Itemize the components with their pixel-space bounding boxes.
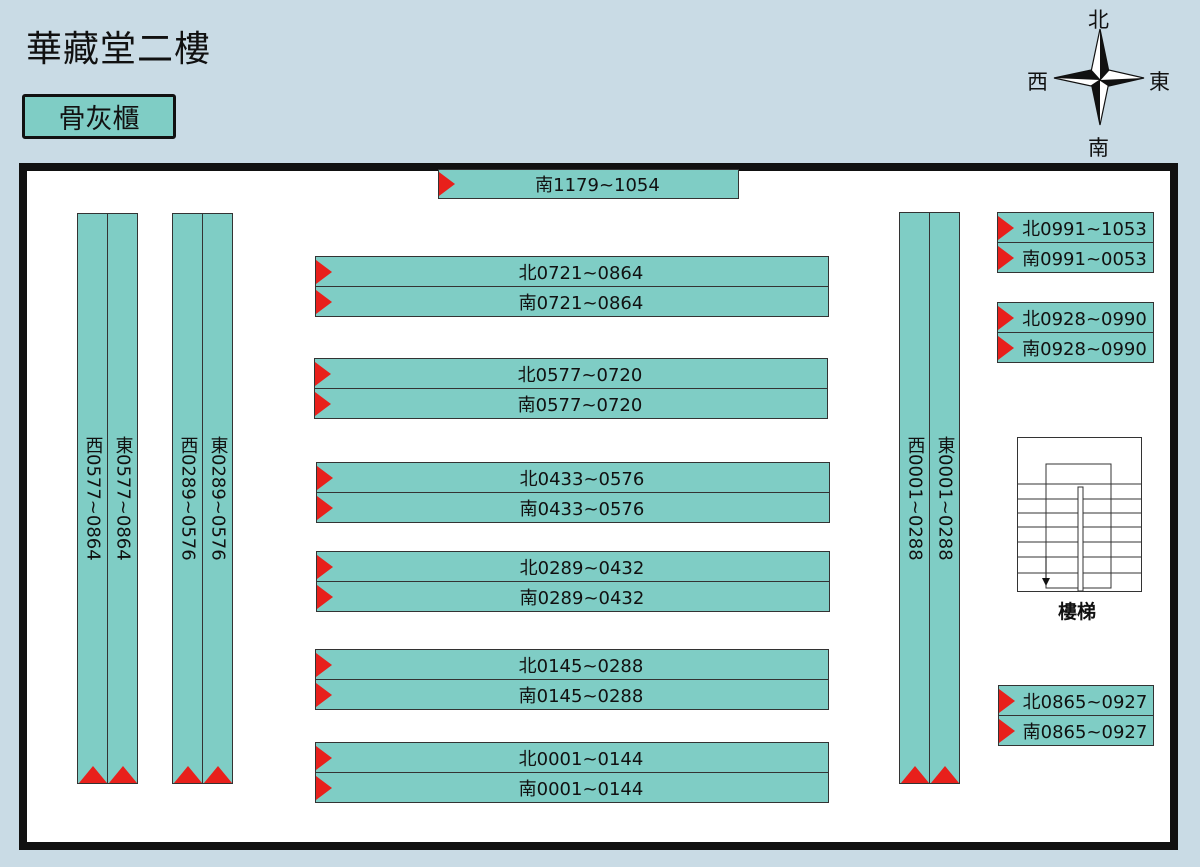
- marker-icon: [317, 554, 333, 579]
- marker-icon: [930, 766, 959, 783]
- cabinet-center-row5-north[interactable]: 北0145~0288: [315, 649, 829, 680]
- cabinet-label: 西0289~0576: [177, 436, 199, 561]
- cabinet-label: 南0145~0288: [518, 685, 644, 707]
- compass-rose: 北 南 東 西: [1020, 2, 1180, 162]
- cabinet-center-row1-south[interactable]: 南0721~0864: [315, 286, 829, 317]
- cabinet-label: 南0289~0432: [519, 587, 645, 609]
- cabinet-right-group1-south[interactable]: 南0991~0053: [997, 242, 1154, 273]
- marker-icon: [316, 775, 332, 800]
- cabinet-center-row5-south[interactable]: 南0145~0288: [315, 679, 829, 710]
- stairs-icon: [1018, 463, 1141, 592]
- cabinet-label: 北0433~0576: [519, 468, 645, 490]
- marker-icon: [316, 289, 332, 314]
- cabinet-label: 南0928~0990: [1022, 338, 1147, 360]
- marker-icon: [999, 718, 1015, 743]
- cabinet-label: 西0001~0288: [904, 435, 926, 561]
- cabinet-label: 北0721~0864: [518, 262, 644, 284]
- stairs-label: 樓梯: [1058, 601, 1097, 623]
- cabinet-vertical-east-0577[interactable]: 東0577~0864: [107, 213, 138, 784]
- compass-north-label: 北: [1088, 8, 1109, 32]
- cabinet-label: 南0577~0720: [517, 394, 643, 416]
- marker-icon: [78, 766, 107, 783]
- cabinet-center-row2-north[interactable]: 北0577~0720: [314, 358, 828, 389]
- marker-icon: [203, 766, 232, 783]
- stairs: [1017, 437, 1142, 592]
- cabinet-vertical-west-0001[interactable]: 西0001~0288: [899, 212, 930, 784]
- cabinet-label: 東0577~0864: [112, 436, 134, 561]
- cabinet-center-row2-south[interactable]: 南0577~0720: [314, 388, 828, 419]
- compass-west-label: 西: [1027, 70, 1048, 94]
- cabinet-label: 北0577~0720: [517, 364, 643, 386]
- cabinet-center-row4-south[interactable]: 南0289~0432: [316, 581, 830, 612]
- cabinet-label: 南0991~0053: [1022, 248, 1147, 270]
- cabinet-label: 北0001~0144: [518, 748, 644, 770]
- cabinet-label: 北0928~0990: [1022, 308, 1147, 330]
- marker-icon: [998, 305, 1014, 330]
- cabinet-label: 南0865~0927: [1022, 721, 1148, 743]
- marker-icon: [317, 465, 333, 490]
- cabinet-vertical-west-0577[interactable]: 西0577~0864: [77, 213, 108, 784]
- cabinet-center-row1-north[interactable]: 北0721~0864: [315, 256, 829, 287]
- marker-icon: [900, 766, 929, 783]
- cabinet-center-row3-north[interactable]: 北0433~0576: [316, 462, 830, 493]
- cabinet-right-group3-south[interactable]: 南0865~0927: [998, 715, 1154, 746]
- marker-icon: [317, 495, 333, 520]
- cabinet-label: 南0721~0864: [518, 292, 644, 314]
- cabinet-right-group3-north[interactable]: 北0865~0927: [998, 685, 1154, 716]
- cabinet-label: 北0145~0288: [518, 655, 644, 677]
- marker-icon: [316, 259, 332, 284]
- cabinet-vertical-east-0001[interactable]: 東0001~0288: [929, 212, 960, 784]
- cabinet-label: 南1179~1054: [535, 175, 660, 196]
- marker-icon: [108, 766, 137, 783]
- cabinet-label: 北0991~1053: [1022, 218, 1147, 240]
- cabinet-center-row6-north[interactable]: 北0001~0144: [315, 742, 829, 773]
- cabinet-label: 北0289~0432: [519, 557, 645, 579]
- marker-icon: [439, 172, 455, 196]
- page-title: 華藏堂二樓: [26, 29, 212, 70]
- marker-icon: [315, 391, 331, 416]
- compass-east-label: 東: [1149, 70, 1170, 94]
- marker-icon: [998, 215, 1014, 240]
- cabinet-right-group2-south[interactable]: 南0928~0990: [997, 332, 1154, 363]
- cabinet-label: 南0001~0144: [518, 778, 644, 800]
- marker-icon: [317, 584, 333, 609]
- cabinet-label: 東0289~0576: [207, 436, 229, 561]
- marker-icon: [316, 682, 332, 707]
- marker-icon: [998, 335, 1014, 360]
- cabinet-top[interactable]: 南1179~1054: [438, 169, 739, 199]
- marker-icon: [315, 361, 331, 386]
- marker-icon: [316, 745, 332, 770]
- marker-icon: [998, 245, 1014, 270]
- cabinet-label: 西0577~0864: [82, 436, 104, 561]
- legend-cabinet: 骨灰櫃: [22, 94, 176, 139]
- marker-icon: [316, 652, 332, 677]
- cabinet-center-row4-north[interactable]: 北0289~0432: [316, 551, 830, 582]
- cabinet-center-row6-south[interactable]: 南0001~0144: [315, 772, 829, 803]
- cabinet-label: 南0433~0576: [519, 498, 645, 520]
- cabinet-center-row3-south[interactable]: 南0433~0576: [316, 492, 830, 523]
- marker-icon: [999, 688, 1015, 713]
- cabinet-right-group1-north[interactable]: 北0991~1053: [997, 212, 1154, 243]
- cabinet-right-group2-north[interactable]: 北0928~0990: [997, 302, 1154, 333]
- cabinet-vertical-east-0289[interactable]: 東0289~0576: [202, 213, 233, 784]
- marker-icon: [173, 766, 202, 783]
- cabinet-vertical-west-0289[interactable]: 西0289~0576: [172, 213, 203, 784]
- legend-label: 骨灰櫃: [58, 104, 140, 135]
- compass-south-label: 南: [1088, 136, 1109, 160]
- cabinet-label: 北0865~0927: [1022, 691, 1148, 713]
- cabinet-label: 東0001~0288: [934, 435, 956, 561]
- compass-star-icon: [1053, 28, 1145, 126]
